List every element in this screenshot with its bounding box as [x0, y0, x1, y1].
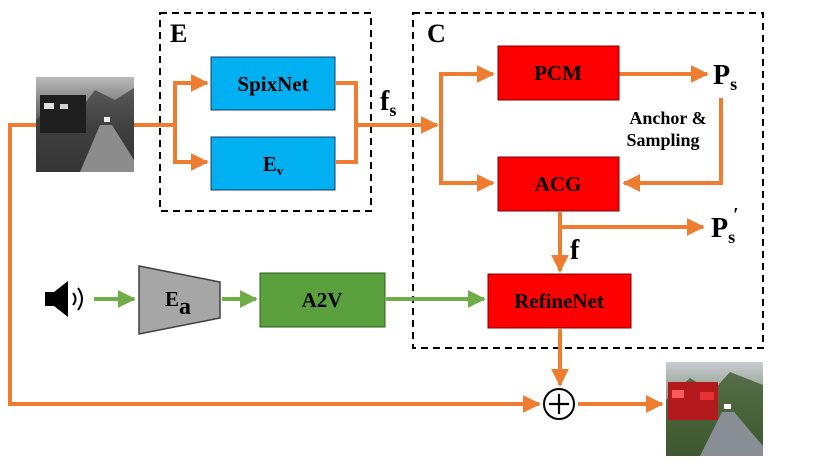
ev-sub: v — [277, 163, 284, 178]
ev-out-line — [336, 125, 358, 164]
f-symbol: f — [570, 235, 580, 266]
core-group-box — [412, 12, 764, 349]
spixnet-block: SpixNet — [210, 56, 336, 111]
anchor-sampling-arrow — [622, 98, 723, 192]
split-to-spixnet-arrow — [158, 74, 209, 127]
ps-sub: s — [730, 74, 737, 94]
anchor-sampling-line1: Anchor & — [629, 108, 706, 128]
spixnet-label: SpixNet — [237, 72, 308, 96]
ev-label: Ev — [263, 152, 284, 178]
ps-prime-sub: s — [728, 227, 735, 247]
encoder-group-label: E — [170, 19, 187, 48]
visual-arrows — [8, 65, 723, 413]
ps-prime-mark: ′ — [733, 204, 739, 226]
acg-block: ACG — [497, 156, 620, 212]
a2v-block: A2V — [259, 272, 386, 328]
anchor-sampling-line2: Sampling — [626, 130, 699, 150]
spixnet-out-line — [336, 81, 358, 125]
audio-encoder-block: Ea — [138, 265, 221, 335]
input-spike-image — [36, 77, 134, 172]
refinenet-block: RefineNet — [487, 273, 632, 329]
acg-label: ACG — [535, 172, 582, 196]
split-to-ev-arrow — [173, 125, 209, 171]
ea-main: E — [165, 287, 179, 311]
core-to-pcm-arrow — [439, 65, 495, 125]
sum-node — [543, 388, 575, 420]
refinenet-label: RefineNet — [514, 289, 604, 313]
output-reconstructed-image — [666, 362, 763, 456]
fs-main: f — [380, 86, 390, 117]
ps-symbol: Ps — [713, 60, 737, 94]
speaker-icon — [45, 281, 83, 317]
ps-prime-symbol: Ps′ — [711, 204, 739, 247]
core-to-acg-arrow — [439, 125, 495, 192]
ev-main: E — [263, 152, 277, 176]
ps-main: P — [713, 60, 730, 91]
ev-block: Ev — [210, 136, 336, 191]
ps-prime-main: P — [711, 213, 728, 244]
ea-label: Ea — [165, 287, 191, 320]
fs-symbol: fs — [380, 86, 396, 120]
skip-connection-arrow — [8, 123, 541, 413]
a2v-label: A2V — [302, 288, 343, 312]
ea-sub: a — [179, 294, 191, 320]
fs-sub: s — [389, 100, 396, 120]
pcm-label: PCM — [534, 61, 582, 85]
core-group-label: C — [427, 19, 446, 48]
pcm-block: PCM — [497, 45, 620, 101]
